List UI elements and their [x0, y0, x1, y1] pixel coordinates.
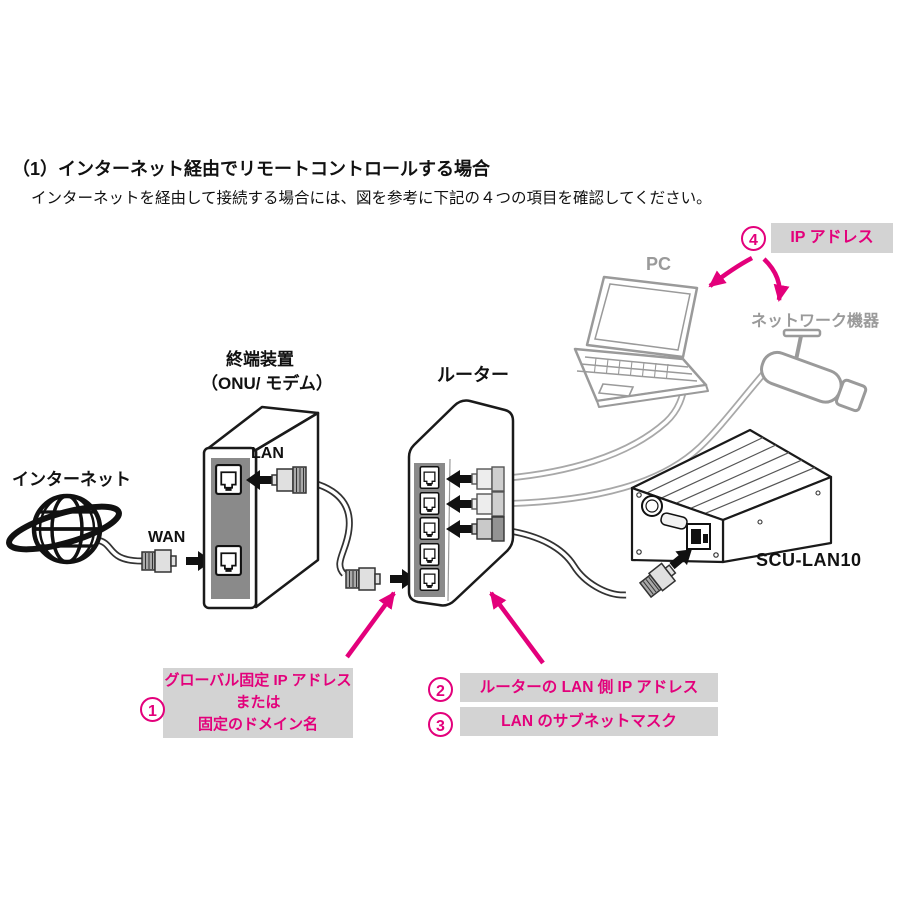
onu-modem-device: [202, 405, 320, 610]
cable-router-to-camera: [495, 368, 769, 508]
annotation-arrows: [345, 256, 790, 665]
annotation-1-line3: 固定のドメイン名: [197, 716, 318, 733]
cable-internet-to-onu: [96, 536, 143, 565]
annotation-2-router-lan-ip: ルーターの LAN 側 IP アドレス: [460, 673, 718, 702]
circled-number-4: 4: [741, 226, 766, 251]
wan-port-label: WAN: [148, 529, 186, 546]
arrow-item4-to-pc: [708, 256, 754, 288]
scu-lan10-label: SCU-LAN10: [756, 550, 862, 570]
cable-router-to-pc: [495, 382, 689, 483]
circled-number-2: 2: [428, 677, 453, 702]
arrow-into-scu-port: [669, 549, 692, 570]
annotation-1-global-ip: グローバル固定 IP アドレス または 固定のドメイン名: [163, 668, 353, 738]
terminal-device-label-line1: 終端装置: [226, 350, 294, 369]
page-title: （1）インターネット経由でリモートコントロールする場合: [12, 159, 491, 179]
annotation-1-line2: または: [235, 694, 281, 711]
scu-lan10-device: [630, 428, 833, 564]
laptop-icon: [573, 275, 709, 408]
cable-router-to-scu: [495, 525, 627, 599]
lan-port-label: LAN: [251, 445, 284, 462]
router-label: ルーター: [437, 365, 509, 385]
circled-number-3: 3: [428, 712, 453, 737]
arrow-into-router-port2: [446, 491, 505, 517]
arrow-item1-to-router: [345, 591, 396, 659]
pc-label: PC: [646, 254, 672, 274]
lan-plug-connector: [271, 466, 307, 494]
internet-globe-icon: [6, 493, 122, 565]
cable-onu-to-router: [299, 476, 353, 577]
arrow-item2-to-router: [489, 591, 545, 665]
wan-plug-connector: [141, 549, 177, 573]
scu-plug-connector: [638, 562, 677, 599]
arrow-into-wan-port: [186, 551, 212, 571]
page-subtitle: インターネットを経由して接続する場合には、図を参考に下記の４つの項目を確認してく…: [31, 190, 712, 207]
arrow-into-router-port1: [446, 466, 505, 492]
annotation-1-line1: グローバル固定 IP アドレス: [164, 672, 352, 689]
arrow-into-router-port3: [446, 516, 505, 542]
terminal-device-label-line2: （ONU/ モデム）: [201, 374, 333, 393]
circled-number-1: 1: [140, 697, 165, 722]
camera-icon: [760, 328, 868, 413]
router-wan-plug-connector: [345, 567, 381, 591]
network-device-label: ネットワーク機器: [751, 313, 880, 330]
internet-label: インターネット: [12, 470, 131, 489]
annotation-3-subnet-mask: LAN のサブネットマスク: [460, 707, 718, 736]
arrow-item4-to-camera: [762, 257, 790, 302]
arrow-into-lan-port: [246, 470, 272, 490]
annotation-4-ip-address: IP アドレス: [771, 223, 893, 253]
arrow-into-router-wan-port: [390, 569, 416, 589]
